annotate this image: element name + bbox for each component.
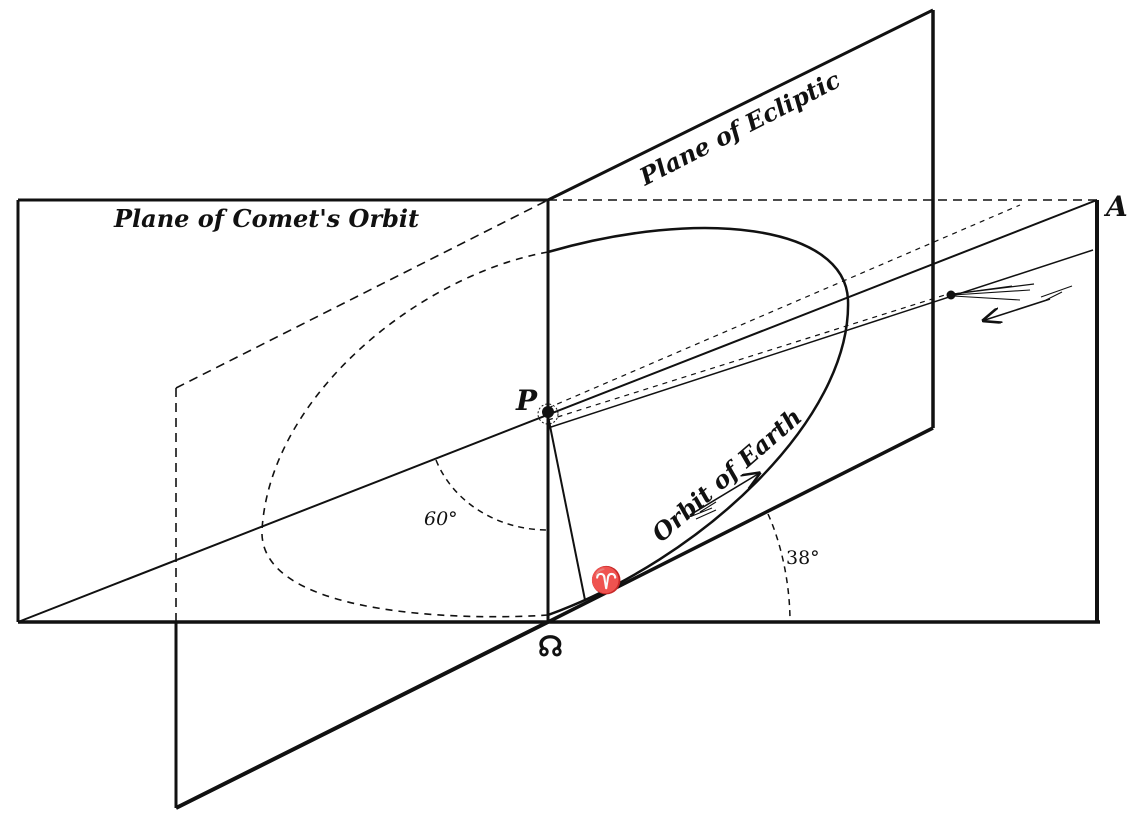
ascending-node-symbol: ☊ [538,630,563,663]
earth-arrow-feathers [691,501,717,520]
point-p-label: P [516,384,538,417]
angle-60-label: 60° [424,508,458,530]
angle-38-label: 38° [786,547,820,569]
comet-plane-label: Plane of Comet's Orbit [114,204,420,233]
comet-orbit-plane [16,198,1100,624]
aries-symbol: ♈ [590,566,623,596]
angle-arc-38 [767,513,791,623]
point-a-label: A [1106,190,1128,223]
point-p-halo [537,403,559,425]
point-p-marker [542,406,554,418]
comet-path-lines [17,199,1098,623]
earth-orbit-back [261,251,549,618]
comet-icon [946,283,1073,301]
equinox-line [547,415,586,601]
comet-direction-arrow [985,298,1051,320]
earth-direction-arrow [689,474,758,516]
earth-orbit-front [547,226,850,617]
ecliptic-plane [174,8,935,810]
angle-arc-60 [435,459,549,531]
